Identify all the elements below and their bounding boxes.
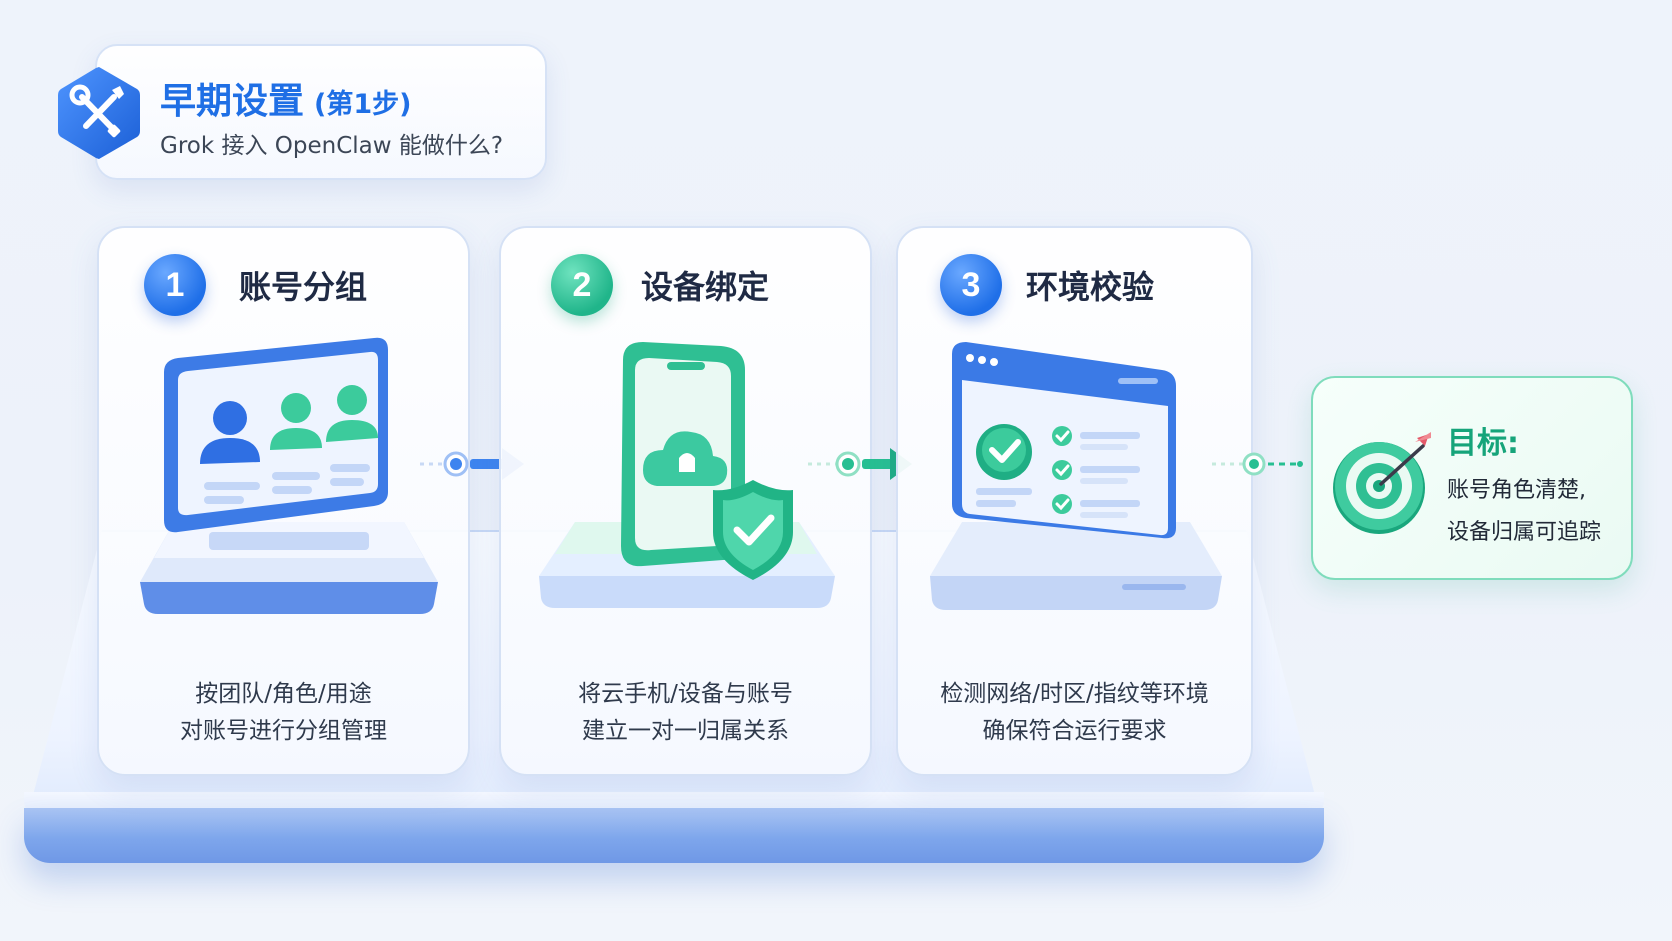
- step-card-device-binding: 2 设备绑定 将云手机/设备与账号 建立一对一归属关系: [499, 226, 872, 776]
- header-title: 早期设置: [160, 81, 305, 122]
- step-description: 检测网络/时区/指纹等环境 确保符合运行要求: [898, 676, 1251, 750]
- step-description-line: 检测网络/时区/指纹等环境: [940, 681, 1209, 707]
- base-platform-side-edge: [24, 808, 1324, 863]
- header-card: [95, 44, 547, 180]
- goal-card: 目标: 账号角色清楚, 设备归属可追踪: [1311, 376, 1633, 580]
- page-title: 早期设置 (第1步): [160, 72, 412, 122]
- tools-icon: [58, 67, 140, 159]
- cloud-phone-shield-icon: [539, 342, 835, 608]
- step-title: 设备绑定: [641, 268, 770, 306]
- step-number-badge: 2: [551, 254, 613, 316]
- step-description-line: 确保符合运行要求: [982, 718, 1167, 744]
- goal-text-line: 设备归属可追踪: [1447, 520, 1602, 545]
- step-title: 环境校验: [1026, 268, 1155, 306]
- goal-text-line: 账号角色清楚,: [1447, 478, 1586, 503]
- goal-text: 账号角色清楚, 设备归属可追踪: [1447, 470, 1601, 554]
- step-description: 按团队/角色/用途 对账号进行分组管理: [99, 676, 468, 750]
- target-arrow-icon: [1333, 432, 1431, 534]
- step-number-badge: 3: [940, 254, 1002, 316]
- step-description-line: 将云手机/设备与账号: [578, 681, 793, 707]
- step-title: 账号分组: [239, 268, 368, 306]
- step-description: 将云手机/设备与账号 建立一对一归属关系: [501, 676, 870, 750]
- checklist-window-icon: [930, 342, 1222, 610]
- connector-dot-3: [1212, 452, 1303, 476]
- step-description-line: 按团队/角色/用途: [195, 681, 372, 707]
- header-subtitle: Grok 接入 OpenClaw 能做什么?: [160, 133, 504, 159]
- step-description-line: 对账号进行分组管理: [180, 718, 387, 744]
- header-step-label: (第1步): [314, 89, 412, 120]
- account-group-monitor-icon: [140, 337, 438, 614]
- goal-label: 目标:: [1447, 426, 1519, 461]
- step-card-environment-check: 3 环境校验 检测网络/时区/指纹等环境 确保符合运行要求: [896, 226, 1253, 776]
- step-number-badge: 1: [144, 254, 206, 316]
- step-description-line: 建立一对一归属关系: [582, 718, 789, 744]
- step-card-account-group: 1 账号分组 按团队/角色/用途 对账号进行分组管理: [97, 226, 470, 776]
